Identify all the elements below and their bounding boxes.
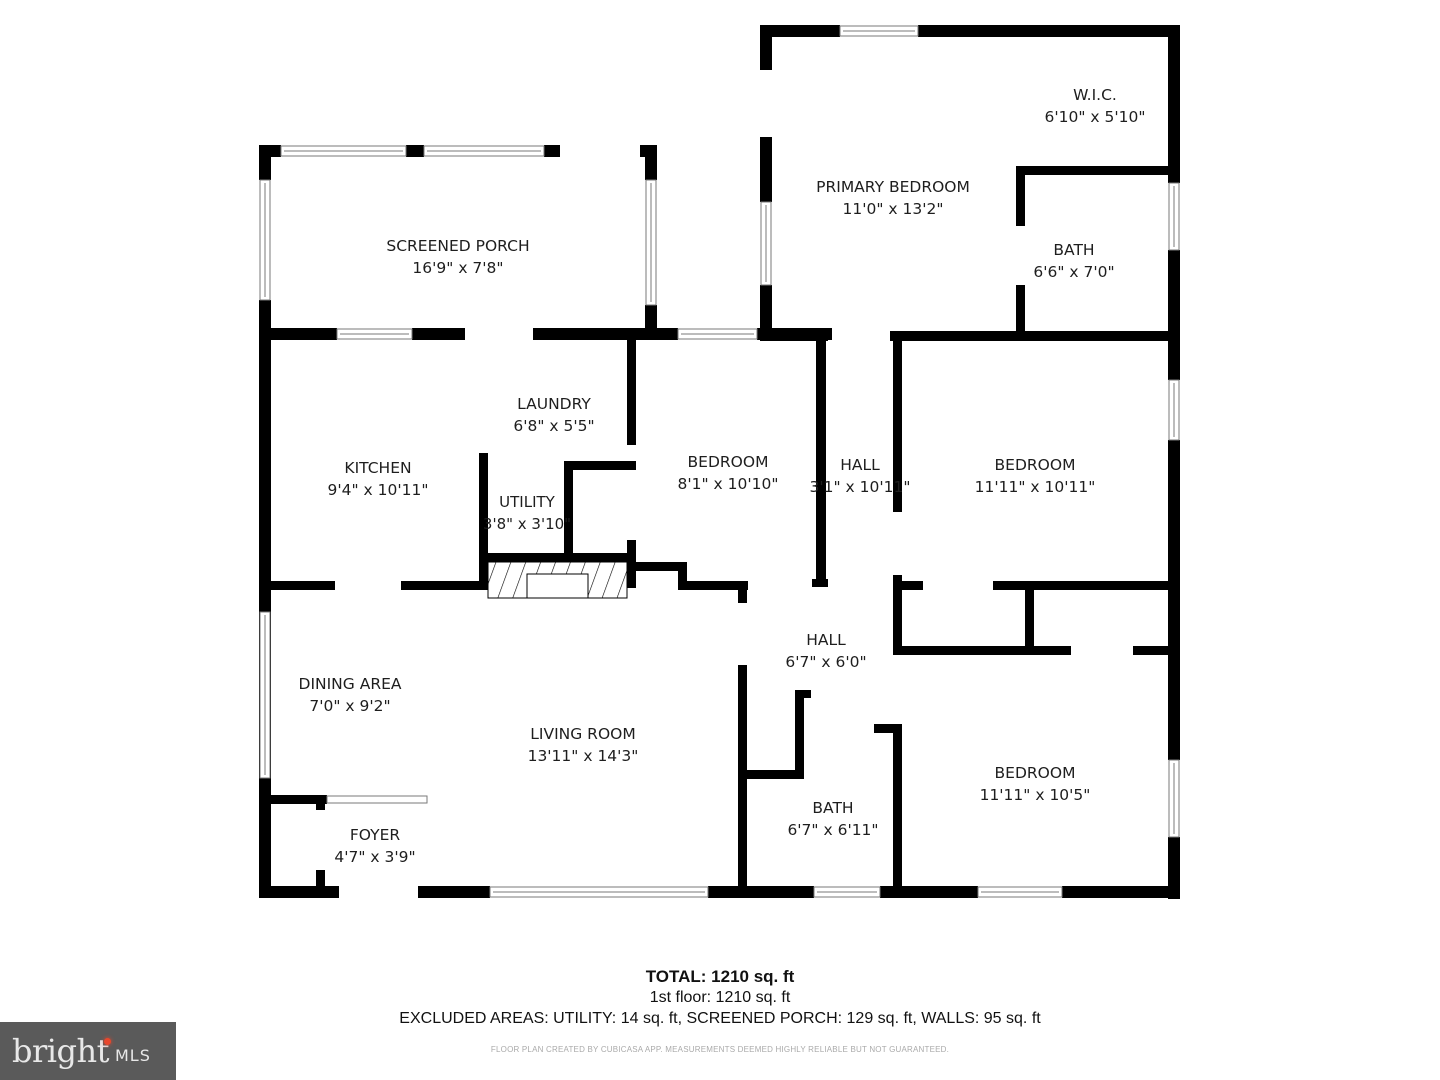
room-bedroom-right-lower: BEDROOM 11'11" x 10'5" [980,762,1091,806]
room-hall-bath: BATH 6'7" x 6'11" [787,797,878,841]
area-summary: TOTAL: 1210 sq. ft 1st floor: 1210 sq. f… [0,966,1440,1029]
room-bedroom-right-upper: BEDROOM 11'11" x 10'11" [975,454,1096,498]
room-name: LAUNDRY [517,395,591,413]
room-dimensions: 3'8" x 3'10" [482,515,572,533]
room-dimensions: 6'6" x 7'0" [1033,263,1115,281]
room-name: W.I.C. [1073,86,1117,104]
room-dimensions: 6'7" x 6'11" [787,821,879,839]
room-name: BEDROOM [994,456,1076,474]
room-name: BEDROOM [994,764,1076,782]
bright-mls-logo: bright MLS [0,1022,176,1080]
room-name: HALL [806,631,846,649]
room-screened-porch: SCREENED PORCH 16'9" x 7'8" [386,235,529,279]
room-name: BATH [812,799,854,817]
room-utility: UTILITY 3'8" x 3'10" [483,491,571,535]
room-hall-upper: HALL 3'1" x 10'11" [810,454,911,498]
room-dimensions: 13'11" x 14'3" [527,747,639,765]
room-name: SCREENED PORCH [386,237,530,255]
room-name: FOYER [349,826,401,844]
room-name: KITCHEN [344,459,412,477]
room-dimensions: 7'0" x 9'2" [309,697,391,715]
room-living-room: LIVING ROOM 13'11" x 14'3" [528,723,639,767]
floor-area: 1st floor: 1210 sq. ft [649,989,791,1006]
windows [259,25,1180,898]
room-name: PRIMARY BEDROOM [816,178,970,196]
total-area: TOTAL: 1210 sq. ft [645,967,795,986]
room-name: BEDROOM [687,453,769,471]
room-name: LIVING ROOM [530,725,636,743]
room-dimensions: 16'9" x 7'8" [412,259,504,277]
room-dimensions: 9'4" x 10'11" [327,481,429,499]
room-foyer: FOYER 4'7" x 3'9" [334,824,415,868]
room-bedroom-small: BEDROOM 8'1" x 10'10" [678,451,779,495]
walls [259,25,1180,899]
disclaimer: FLOOR PLAN CREATED BY CUBICASA APP. MEAS… [490,1045,950,1054]
room-name: BATH [1053,241,1095,259]
room-primary-bedroom: PRIMARY BEDROOM 11'0" x 13'2" [816,176,970,220]
room-dimensions: 11'11" x 10'5" [979,786,1091,804]
room-name: HALL [840,456,880,474]
fireplace [487,561,628,599]
room-name: DINING AREA [298,675,402,693]
room-dimensions: 4'7" x 3'9" [334,848,416,866]
room-dimensions: 6'10" x 5'10" [1044,108,1146,126]
room-name: UTILITY [499,493,555,511]
room-dining-area: DINING AREA 7'0" x 9'2" [299,673,402,717]
room-hall-lower: HALL 6'7" x 6'0" [785,629,866,673]
room-primary-bath: BATH 6'6" x 7'0" [1033,239,1114,283]
logo-suffix: MLS [114,1045,151,1065]
logo-brand-text: bright [12,1032,109,1070]
room-dimensions: 6'7" x 6'0" [785,653,867,671]
logo-brand: bright [12,1032,111,1070]
room-dimensions: 6'8" x 5'5" [513,417,595,435]
room-laundry: LAUNDRY 6'8" x 5'5" [513,393,594,437]
room-dimensions: 3'1" x 10'11" [809,478,911,496]
room-kitchen: KITCHEN 9'4" x 10'11" [328,457,429,501]
room-dimensions: 11'0" x 13'2" [842,200,944,218]
excluded-areas: EXCLUDED AREAS: UTILITY: 14 sq. ft, SCRE… [399,1010,1041,1027]
room-dimensions: 11'11" x 10'11" [974,478,1096,496]
room-wic: W.I.C. 6'10" x 5'10" [1045,84,1146,128]
room-dimensions: 8'1" x 10'10" [677,475,779,493]
spark-icon [103,1038,111,1045]
